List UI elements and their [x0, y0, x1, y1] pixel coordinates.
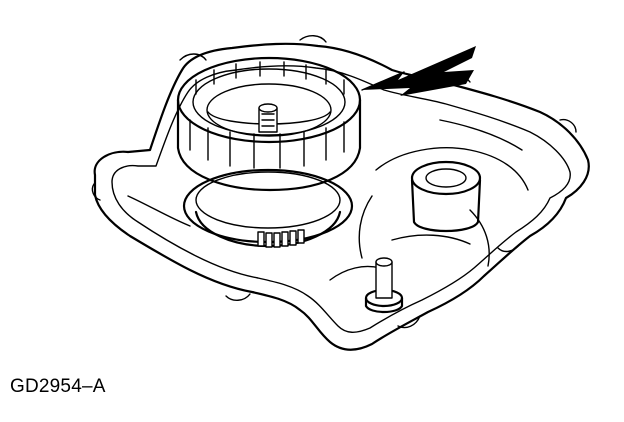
gear-teeth: [257, 229, 305, 248]
figure-caption: GD2954–A: [10, 376, 106, 397]
clutch-drum-ring: [176, 56, 362, 192]
drum-lugs: [189, 61, 345, 169]
stud-bolt: [364, 257, 404, 314]
gear-assembly: [182, 168, 354, 248]
center-shaft: [258, 103, 278, 133]
housing-boss: [410, 160, 482, 232]
callout-arrow-icon: [361, 46, 476, 96]
transaxle-housing: [91, 35, 590, 351]
